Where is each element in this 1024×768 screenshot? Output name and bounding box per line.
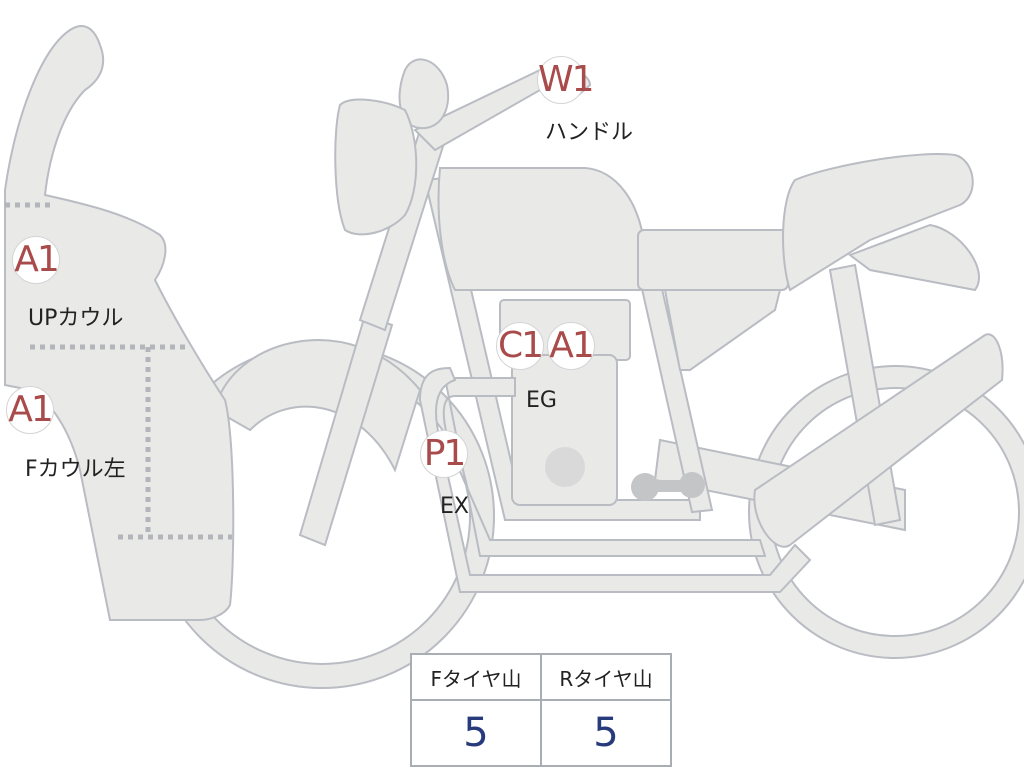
badge-code: P1 (420, 430, 468, 478)
muffler (753, 333, 1004, 548)
handle-damage-badge: W1 (537, 56, 595, 104)
up-cowl-label: UPカウル (28, 306, 124, 331)
front-cowl (4, 25, 235, 621)
tail-cowl (847, 223, 980, 292)
engine-damage-badge-1: C1 (496, 322, 544, 370)
rear-tire-value: 5 (540, 699, 672, 767)
headlight (334, 98, 418, 236)
engine-cover (545, 447, 585, 487)
front-tire-header: Fタイヤ山 (410, 653, 542, 701)
seat-front (637, 229, 789, 291)
f-cowl-left-damage-badge: A1 (6, 386, 54, 434)
badge-code: C1 (496, 322, 544, 370)
badge-code: A1 (547, 322, 595, 370)
exhaust-damage-badge: P1 (420, 430, 468, 478)
badge-code: A1 (6, 386, 54, 434)
front-tire-value: 5 (410, 699, 542, 767)
rear-tire-header: Rタイヤ山 (540, 653, 672, 701)
handle-label: ハンドル (545, 120, 634, 145)
seat-rear (782, 153, 974, 292)
badge-code: A1 (12, 236, 60, 284)
engine-label: EG (526, 388, 557, 413)
engine-damage-badge-2: A1 (547, 322, 595, 370)
fuel-tank (437, 167, 650, 291)
foot-peg (631, 472, 705, 501)
exhaust-label: EX (440, 494, 469, 519)
badge-code: W1 (537, 56, 595, 104)
f-cowl-left-label: Fカウル左 (25, 457, 126, 482)
exhaust-pipe-lower (418, 366, 812, 593)
up-cowl-damage-badge: A1 (12, 236, 60, 284)
tire-tread-table: Fタイヤ山 Rタイヤ山 5 5 (410, 653, 672, 767)
side-cover (663, 289, 782, 371)
exhaust-pipe-upper (442, 377, 767, 557)
